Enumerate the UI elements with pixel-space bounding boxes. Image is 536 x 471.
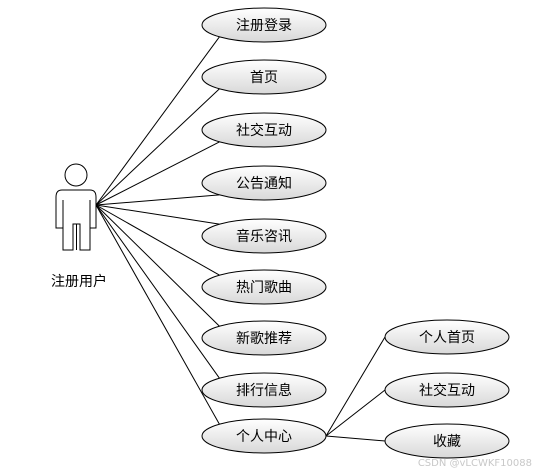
use-case-personal-center[interactable]: 个人中心 xyxy=(201,418,327,454)
use-case-label: 公告通知 xyxy=(236,175,292,192)
association-line xyxy=(95,204,220,425)
association-line xyxy=(95,204,220,379)
use-case-label: 社交互动 xyxy=(236,122,292,139)
use-case-label: 排行信息 xyxy=(236,382,292,399)
use-case-register-login[interactable]: 注册登录 xyxy=(201,7,327,43)
use-case-label: 个人中心 xyxy=(236,429,292,445)
include-line xyxy=(325,336,386,437)
association-line xyxy=(95,204,220,225)
association-line xyxy=(95,194,220,206)
include-line xyxy=(325,389,386,437)
include-line xyxy=(325,435,386,442)
use-case-announcement[interactable]: 公告通知 xyxy=(201,165,327,201)
use-case-rankings[interactable]: 排行信息 xyxy=(201,372,327,408)
association-line xyxy=(95,204,220,276)
association-lines xyxy=(95,36,386,442)
association-line xyxy=(95,141,220,206)
use-case-label: 注册登录 xyxy=(236,18,292,34)
use-case-label: 新歌推荐 xyxy=(236,331,292,347)
actor-label: 注册用户 xyxy=(51,273,107,290)
use-case-social[interactable]: 社交互动 xyxy=(201,112,327,148)
use-case-label: 收藏 xyxy=(433,434,461,450)
use-case-home[interactable]: 首页 xyxy=(201,59,327,95)
use-case-label: 音乐咨讯 xyxy=(236,228,292,245)
actor-body xyxy=(55,189,97,251)
use-case-label: 首页 xyxy=(250,70,278,86)
actor-figure xyxy=(55,163,97,251)
association-line xyxy=(95,88,220,206)
actor-head xyxy=(64,163,88,187)
use-case-new-songs[interactable]: 新歌推荐 xyxy=(201,320,327,356)
use-case-music-news[interactable]: 音乐咨讯 xyxy=(201,218,327,254)
association-line xyxy=(95,204,220,327)
use-case-hot-songs[interactable]: 热门歌曲 xyxy=(201,269,327,305)
sub-use-case-personal-home[interactable]: 个人首页 xyxy=(384,319,510,355)
association-line xyxy=(95,36,220,206)
sub-use-case-favorites[interactable]: 收藏 xyxy=(384,423,510,459)
use-case-label: 个人首页 xyxy=(419,330,475,346)
use-case-label: 热门歌曲 xyxy=(236,280,292,296)
watermark: CSDN @vLCWKF10088 xyxy=(417,458,532,469)
sub-use-case-social[interactable]: 社交互动 xyxy=(384,372,510,408)
use-case-label: 社交互动 xyxy=(419,382,475,399)
